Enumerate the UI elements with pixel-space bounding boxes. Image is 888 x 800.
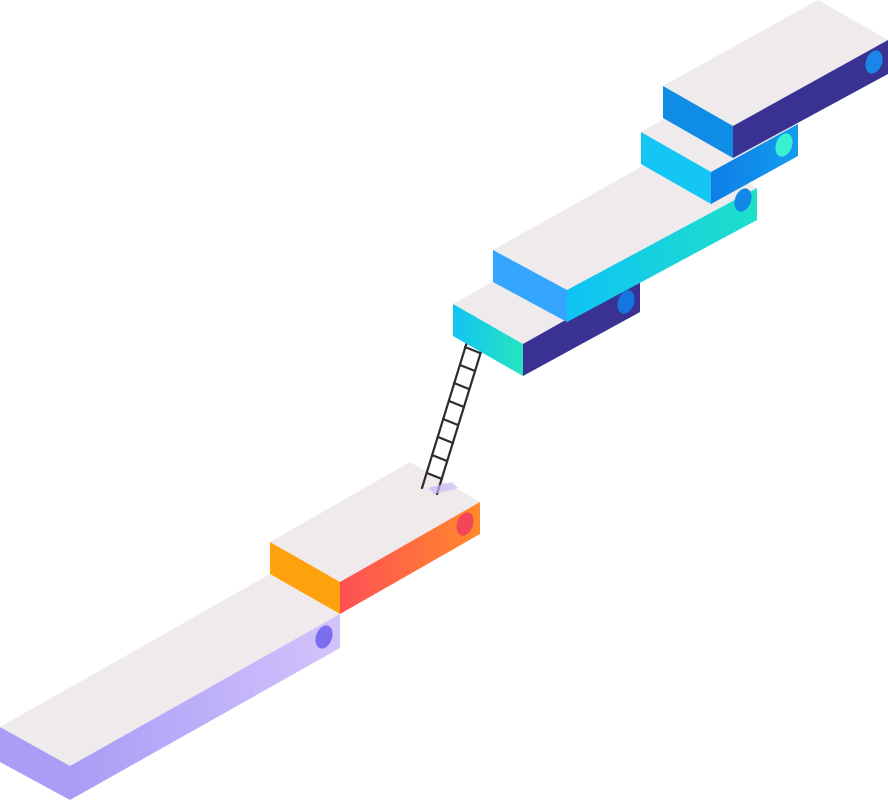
sky-teal-step-dot <box>734 188 752 212</box>
blue-navy-step-block <box>663 0 888 158</box>
orange-step-top <box>270 462 480 582</box>
blue-navy-step-end <box>663 86 733 158</box>
cyan-blue-step-dot <box>775 133 793 157</box>
blue-navy-step-dot <box>865 50 883 74</box>
orange-step-dot <box>456 512 474 536</box>
orange-step-front <box>340 502 480 614</box>
blue-navy-step-front <box>733 40 888 158</box>
sky-teal-step-front <box>567 188 757 322</box>
teal-navy-step-dot <box>617 290 635 314</box>
orange-step-end <box>270 542 340 614</box>
lavender-step-end <box>0 727 70 800</box>
lavender-step-block <box>0 574 340 800</box>
sky-teal-step-end <box>493 250 567 322</box>
lavender-step-front <box>70 614 340 800</box>
lavender-step-dot <box>315 625 333 649</box>
teal-navy-step-front <box>523 278 640 376</box>
orange-step-block <box>270 462 480 614</box>
lavender-step-top <box>0 574 340 766</box>
blue-navy-step-top <box>663 0 888 126</box>
teal-navy-step-end <box>453 304 523 376</box>
cyan-blue-step-end <box>641 132 711 204</box>
